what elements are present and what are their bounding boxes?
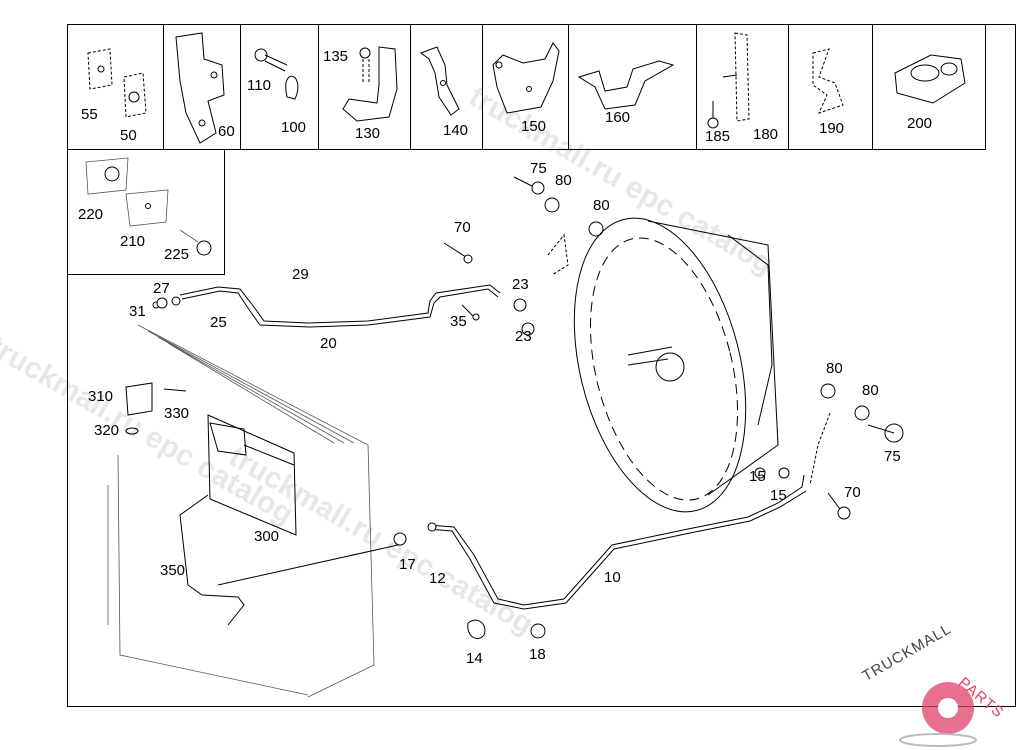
part-label-50[interactable]: 50 bbox=[120, 127, 137, 144]
part-label-70[interactable]: 70 bbox=[844, 484, 861, 501]
parts-cell-60[interactable]: 60 bbox=[164, 25, 241, 150]
part-label-18[interactable]: 18 bbox=[529, 646, 546, 663]
z-bracket-icon bbox=[812, 48, 844, 114]
parts-cell-140[interactable]: 140 bbox=[411, 25, 483, 150]
part-label-100[interactable]: 100 bbox=[281, 119, 307, 136]
offset-bracket-icon bbox=[577, 60, 675, 110]
part-label-200[interactable]: 200 bbox=[907, 115, 933, 132]
hook-bracket-icon bbox=[419, 46, 460, 116]
part-label-160[interactable]: 160 bbox=[605, 109, 631, 126]
part-label-20[interactable]: 20 bbox=[320, 335, 337, 352]
angle-bracket-icon bbox=[342, 46, 398, 122]
pipe-20 bbox=[179, 284, 501, 324]
part-label-320[interactable]: 320 bbox=[94, 422, 120, 439]
part-label-55[interactable]: 55 bbox=[81, 106, 98, 123]
gear-logo-icon bbox=[899, 682, 977, 747]
mount-block-icon bbox=[894, 54, 966, 104]
bracket-icon bbox=[175, 32, 225, 144]
part-label-110[interactable]: 110 bbox=[247, 77, 271, 94]
part-label-15[interactable]: 15 bbox=[749, 468, 766, 485]
part-label-35[interactable]: 35 bbox=[450, 313, 467, 330]
parts-cell-190[interactable]: 190 bbox=[789, 25, 873, 150]
parts-cell-135-130[interactable]: 135 130 bbox=[319, 25, 411, 150]
parts-cell-110-100[interactable]: 110 100 bbox=[241, 25, 319, 150]
part-label-80[interactable]: 80 bbox=[555, 172, 572, 189]
part-label-10[interactable]: 10 bbox=[604, 569, 621, 586]
part-label-140[interactable]: 140 bbox=[443, 122, 469, 139]
part-label-210[interactable]: 210 bbox=[120, 233, 146, 250]
part-label-70[interactable]: 70 bbox=[454, 219, 471, 236]
truckmall-parts-logo: TRUCKMALL PARTS bbox=[858, 620, 1024, 750]
parts-cell-150[interactable]: 150 bbox=[483, 25, 569, 150]
diagram-frame: 55 50 60 110 100 135 130 140 bbox=[67, 24, 1016, 707]
radiator-outline bbox=[107, 324, 375, 698]
part-label-23[interactable]: 23 bbox=[512, 276, 529, 293]
clip-and-screw-icon bbox=[85, 157, 212, 256]
parts-cell-185-180[interactable]: 185 180 bbox=[697, 25, 789, 150]
parts-cell-55-50[interactable]: 55 50 bbox=[68, 25, 164, 150]
part-label-15[interactable]: 15 bbox=[770, 487, 787, 504]
transmission-housing bbox=[573, 217, 779, 513]
part-label-150[interactable]: 150 bbox=[521, 118, 547, 135]
long-bracket-and-bolt-icon bbox=[707, 32, 750, 129]
plate-bracket-icon bbox=[492, 42, 560, 114]
part-label-130[interactable]: 130 bbox=[355, 125, 381, 142]
part-label-75[interactable]: 75 bbox=[530, 160, 547, 177]
pipe-350 bbox=[179, 494, 245, 626]
bolt-and-clamp-icon bbox=[254, 48, 299, 100]
part-label-31[interactable]: 31 bbox=[129, 303, 146, 320]
part-label-29[interactable]: 29 bbox=[292, 266, 309, 283]
part-label-135[interactable]: 135 bbox=[323, 48, 349, 65]
part-label-60[interactable]: 60 bbox=[218, 123, 235, 140]
part-label-350[interactable]: 350 bbox=[160, 562, 186, 579]
part-label-300[interactable]: 300 bbox=[254, 528, 280, 545]
part-label-330[interactable]: 330 bbox=[164, 405, 190, 422]
main-assembly-drawing bbox=[107, 176, 904, 698]
part-label-185[interactable]: 185 bbox=[705, 128, 731, 145]
part-label-80[interactable]: 80 bbox=[862, 382, 879, 399]
part-label-310[interactable]: 310 bbox=[88, 388, 114, 405]
parts-cell-220-210-225[interactable]: 220 210 225 bbox=[68, 150, 225, 275]
part-label-14[interactable]: 14 bbox=[466, 650, 483, 667]
part-label-75[interactable]: 75 bbox=[884, 448, 901, 465]
part-label-25[interactable]: 25 bbox=[210, 314, 227, 331]
parts-cell-160[interactable]: 160 bbox=[569, 25, 697, 150]
parts-cell-200[interactable]: 200 bbox=[873, 25, 986, 150]
part-label-80[interactable]: 80 bbox=[826, 360, 843, 377]
part-label-190[interactable]: 190 bbox=[819, 120, 845, 137]
part-label-23[interactable]: 23 bbox=[515, 328, 532, 345]
oil-cooler-300 bbox=[207, 414, 297, 536]
pipe-10 bbox=[427, 474, 805, 606]
part-label-225[interactable]: 225 bbox=[164, 246, 190, 263]
part-label-12[interactable]: 12 bbox=[429, 570, 446, 587]
part-label-220[interactable]: 220 bbox=[78, 206, 104, 223]
part-label-27[interactable]: 27 bbox=[153, 280, 170, 297]
part-label-17[interactable]: 17 bbox=[399, 556, 416, 573]
clip-plate-icon bbox=[87, 48, 147, 118]
part-label-80[interactable]: 80 bbox=[593, 197, 610, 214]
part-label-180[interactable]: 180 bbox=[753, 126, 779, 143]
